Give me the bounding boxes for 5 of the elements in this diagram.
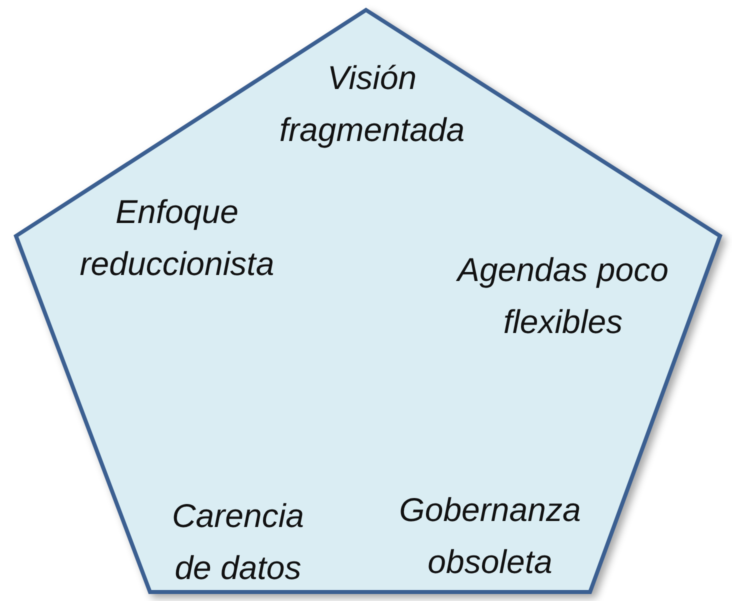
pentagon-text: Carencia de datos <box>170 496 306 588</box>
pentagon-text: Enfoque reduccionista <box>78 192 276 284</box>
pentagon-text: Gobernanza obsoleta <box>398 490 582 582</box>
pentagon-text: Agendas poco flexibles <box>455 250 670 342</box>
pentagon-text: Visión fragmentada <box>278 58 466 150</box>
